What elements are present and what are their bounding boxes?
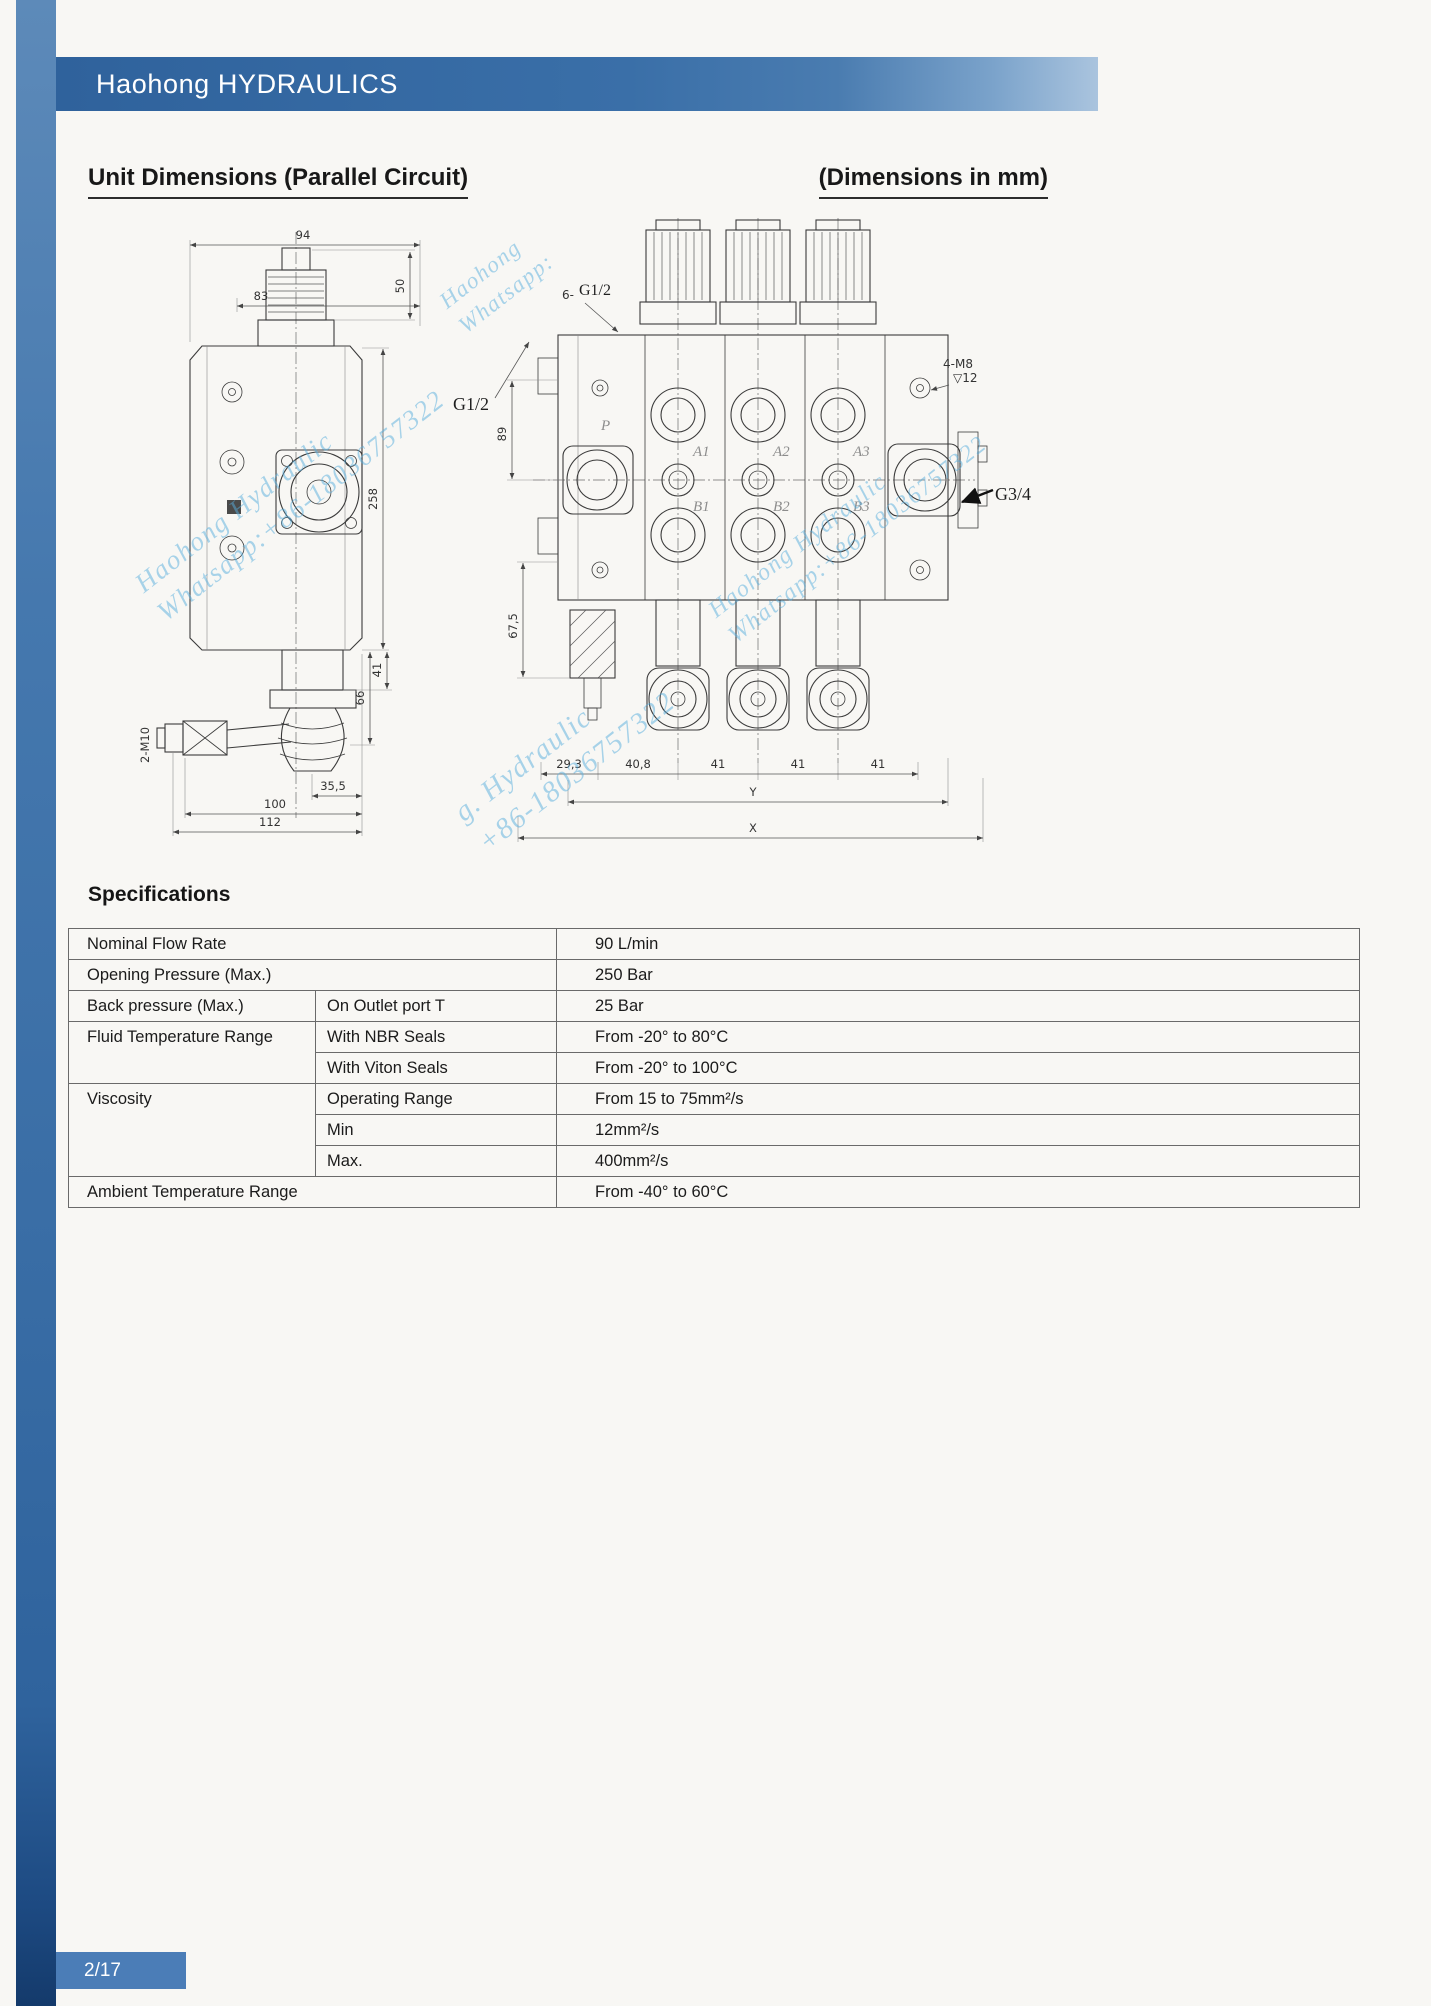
dim-label-41c: 41: [871, 757, 886, 771]
right-view-drawing: P A1 A2 A3 B1 B2 B3 6- G1/2 G1/2 4-M8 ▽1…: [453, 218, 1031, 842]
dim-label-y: Y: [748, 785, 757, 799]
thread-label-g34: G3/4: [995, 484, 1031, 504]
thread-label-g12-left: G1/2: [453, 394, 489, 414]
dim-label-41: 41: [370, 663, 384, 678]
dim-label-50: 50: [393, 279, 407, 294]
spec-table-row: Opening Pressure (Max.) 250 Bar: [68, 959, 1360, 991]
thread-label-4m8: 4-M8: [943, 357, 973, 371]
spec-row-sub: Max.: [315, 1145, 557, 1177]
page-number: 2/17: [84, 1959, 121, 1981]
spec-table-row: Viscosity Operating Range From 15 to 75m…: [68, 1083, 1360, 1177]
port-label-a1: A1: [692, 444, 710, 460]
spec-table-row: Min 12mm²/s: [69, 1114, 1360, 1146]
brand-title: Haohong HYDRAULICS: [96, 68, 398, 99]
spec-row-label: Opening Pressure (Max.): [68, 959, 557, 991]
spec-row-sub: Operating Range: [315, 1083, 557, 1115]
spec-row-value: From -20° to 80°C: [556, 1021, 1360, 1053]
port-label-b3: B3: [853, 499, 870, 515]
port-label-b2: B2: [773, 499, 790, 515]
dim-label-89: 89: [495, 427, 509, 442]
dim-label-66: 66: [353, 691, 367, 706]
dim-label-94: 94: [296, 228, 311, 242]
spec-row-value: 12mm²/s: [556, 1114, 1360, 1146]
dim-label-29-3: 29,3: [556, 757, 582, 771]
section-title: Unit Dimensions (Parallel Circuit): [88, 164, 469, 199]
spec-row-label: Nominal Flow Rate: [68, 928, 557, 960]
spec-row-label: Back pressure (Max.): [68, 990, 316, 1022]
thread-depth-label: ▽12: [953, 371, 978, 385]
port-label-a3: A3: [852, 444, 870, 460]
dim-label-40-8: 40,8: [625, 757, 651, 771]
dim-label-83: 83: [254, 289, 269, 303]
technical-drawing: 94 83 50 258 41 66 35,5 100: [138, 218, 1031, 842]
header-bar: Haohong HYDRAULICS: [56, 57, 1098, 111]
spec-row-sub: Min: [315, 1114, 557, 1146]
spec-table-row: Back pressure (Max.) On Outlet port T 25…: [68, 990, 1360, 1022]
spec-row-sub: On Outlet port T: [315, 990, 557, 1022]
port-label-a2: A2: [772, 444, 790, 460]
spec-table-row: Max. 400mm²/s: [69, 1145, 1360, 1177]
page-number-badge: 2/17: [56, 1952, 186, 1989]
spec-row-label: Fluid Temperature Range: [68, 1021, 316, 1084]
dim-label-41a: 41: [711, 757, 726, 771]
spec-row-value: 25 Bar: [556, 990, 1360, 1022]
thread-count-label: 6-: [562, 288, 574, 302]
dim-label-67-5: 67,5: [506, 613, 520, 639]
left-view-drawing: 94 83 50 258 41 66 35,5 100: [138, 228, 421, 836]
spec-row-value: From -40° to 60°C: [556, 1176, 1360, 1208]
dim-label-258: 258: [366, 488, 380, 510]
dim-label-100: 100: [264, 797, 286, 811]
spec-row-value: From 15 to 75mm²/s: [556, 1083, 1360, 1115]
spec-row-value: 250 Bar: [556, 959, 1360, 991]
spec-row-sub: With NBR Seals: [315, 1021, 557, 1053]
dim-label-35-5: 35,5: [320, 779, 346, 793]
left-accent-stripe: [16, 0, 56, 2006]
spec-row-label: Ambient Temperature Range: [68, 1176, 557, 1208]
port-label-b1: B1: [693, 499, 710, 515]
port-label-p: P: [600, 418, 610, 434]
dim-label-112: 112: [259, 815, 281, 829]
spec-table-row: Nominal Flow Rate 90 L/min: [68, 928, 1360, 960]
specifications-heading: Specifications: [88, 883, 231, 906]
thread-label-2m10: 2-M10: [138, 727, 152, 763]
spec-table-row: Ambient Temperature Range From -40° to 6…: [68, 1176, 1360, 1208]
spec-table-row: Fluid Temperature Range With NBR Seals F…: [68, 1021, 1360, 1084]
spec-row-label: Viscosity: [68, 1083, 316, 1177]
specifications-table: Nominal Flow Rate 90 L/min Opening Press…: [68, 928, 1360, 1208]
units-note: (Dimensions in mm): [818, 164, 1048, 199]
spec-row-value: From -20° to 100°C: [556, 1052, 1360, 1084]
thread-label-g12-top: G1/2: [579, 282, 611, 299]
spec-row-sub: With Viton Seals: [315, 1052, 557, 1084]
spec-row-value: 90 L/min: [556, 928, 1360, 960]
spec-row-value: 400mm²/s: [556, 1145, 1360, 1177]
spec-table-row: With Viton Seals From -20° to 100°C: [69, 1052, 1360, 1084]
dim-label-x: X: [749, 821, 757, 835]
dim-label-41b: 41: [791, 757, 806, 771]
